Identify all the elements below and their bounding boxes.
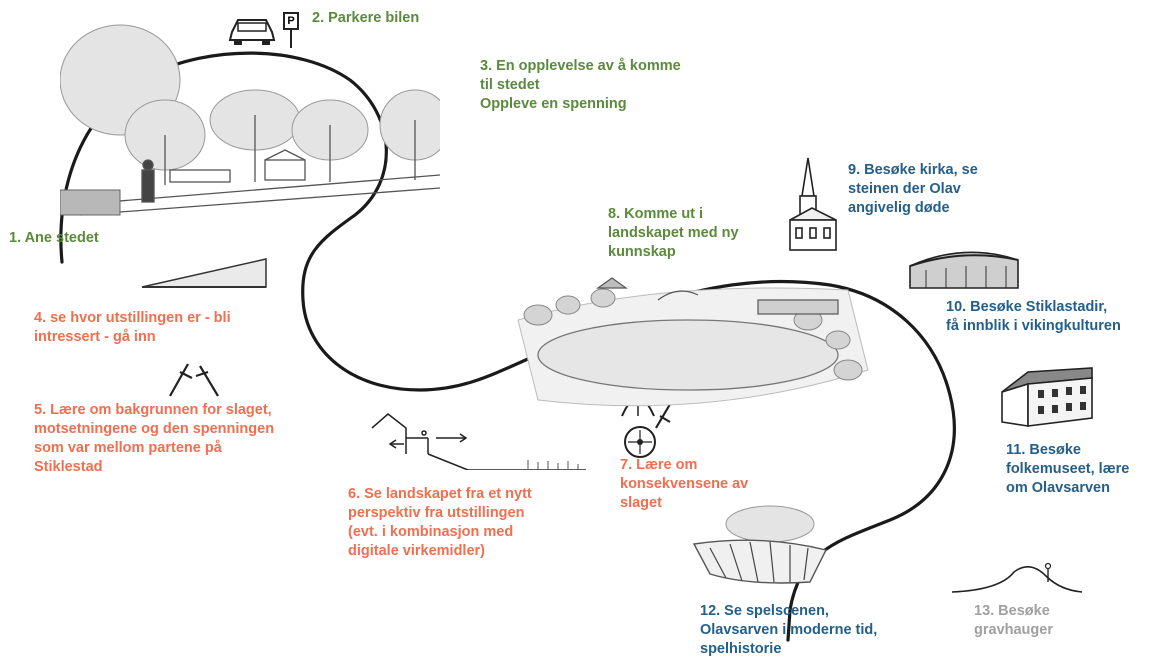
step-7-label: 7. Lære om konsekvensene av slaget: [620, 457, 749, 511]
step-1-label: 1. Ane stedet: [9, 230, 99, 246]
museum-building-icon: [1001, 367, 1093, 427]
step-2-label: 2. Parkere bilen: [312, 10, 420, 26]
step-12-label: 12. Se spelscenen, Olavsarven i moderne …: [700, 603, 878, 657]
parking-letter: P: [283, 12, 299, 30]
step-4-label: 4. se hvor utstillingen er - bli intress…: [34, 310, 231, 345]
church-icon: [789, 157, 837, 251]
amphitheatre-icon: [692, 505, 828, 584]
step-13-label: 13. Besøke gravhauger: [974, 603, 1053, 638]
exhibition-ramp-icon: [141, 258, 267, 288]
shield-icon: [624, 426, 656, 458]
parking-sign-icon: P: [283, 12, 299, 48]
step-3-label: 3. En opplevelse av å komme til stedet O…: [480, 58, 681, 112]
village-sketch: [60, 24, 440, 216]
step-11-label: 11. Besøke folkemuseet, lære om Olavsarv…: [1006, 442, 1130, 496]
step-9-label: 9. Besøke kirka, se steinen der Olav ang…: [848, 162, 978, 216]
crossed-swords-icon: [169, 363, 219, 397]
landscape-aerial-sketch: [517, 277, 869, 407]
step-10-label: 10. Besøke Stiklastadir, få innblik i vi…: [946, 299, 1121, 334]
car-icon: [228, 19, 276, 45]
burial-mound-icon: [951, 562, 1083, 593]
step-6-label: 6. Se landskapet fra et nytt perspektiv …: [348, 486, 532, 559]
viking-longhouse-icon: [909, 251, 1019, 289]
section-view-sketch: [371, 413, 586, 470]
step-5-label: 5. Lære om bakgrunnen for slaget, motset…: [34, 402, 275, 475]
step-8-label: 8. Komme ut i landskapet med ny kunnskap: [608, 206, 739, 260]
